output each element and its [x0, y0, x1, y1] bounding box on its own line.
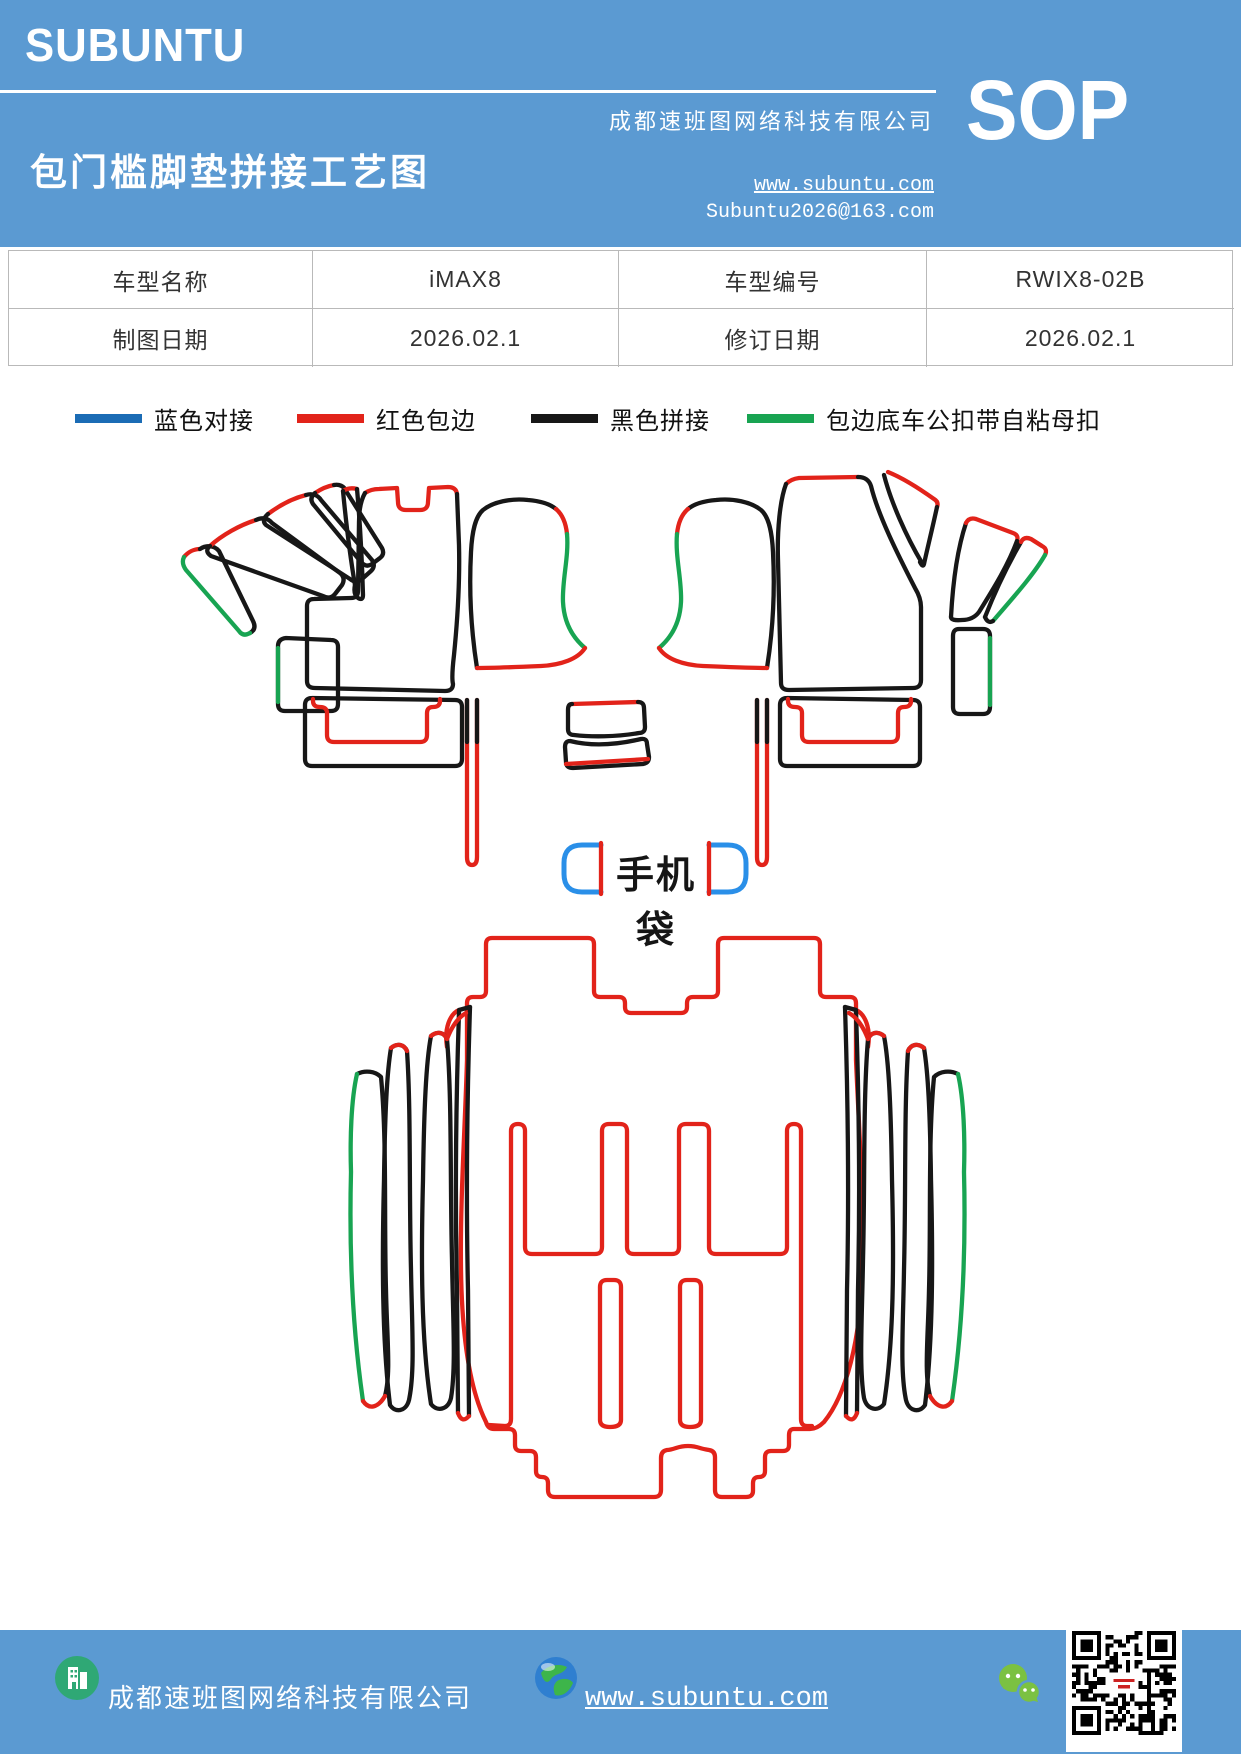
- legend-swatch-red: [297, 413, 364, 423]
- footer-website-link[interactable]: www.subuntu.com: [585, 1684, 829, 1714]
- header-email: Subuntu2026@163.com: [705, 201, 934, 224]
- legend-label-black: 黑色拼接: [610, 407, 710, 435]
- phone-bag-label: 手机袋: [615, 855, 696, 952]
- legend-label-red: 红色包边: [376, 407, 476, 435]
- vehicle-info-table: 车型名称 iMAX8 车型编号 RWIX8-02B 制图日期 2026.02.1…: [8, 250, 1234, 367]
- footer-company-name: 成都速班图网络科技有限公司: [108, 1683, 473, 1713]
- legend-item-red: 红色包边: [297, 403, 476, 435]
- front-row-pieces-diagram: [180, 469, 1049, 868]
- legend-swatch-blue: [75, 413, 142, 423]
- table-cell-code-label: 车型编号: [619, 251, 927, 309]
- header-company-name: 成都速班图网络科技有限公司: [608, 109, 934, 134]
- table-cell-model-label: 车型名称: [9, 251, 313, 309]
- qr-code: [1066, 1614, 1182, 1752]
- header-contact-block: 成都速班图网络科技有限公司 www.subuntu.com Subuntu202…: [609, 104, 934, 224]
- legend-label-green: 包边底车公扣带自粘母扣: [826, 407, 1101, 435]
- header-banner: SUBUNTU 包门槛脚垫拼接工艺图 成都速班图网络科技有限公司 www.sub…: [0, 0, 1241, 247]
- legend-label-blue: 蓝色对接: [154, 407, 254, 435]
- table-cell-code-value: RWIX8-02B: [927, 251, 1234, 309]
- legend-item-black: 黑色拼接: [531, 403, 710, 435]
- page-title: 包门槛脚垫拼接工艺图: [30, 152, 430, 193]
- table-cell-drawdate-value: 2026.02.1: [313, 309, 619, 367]
- brand-logo: SUBUNTU: [25, 19, 246, 71]
- legend-item-blue: 蓝色对接: [75, 403, 254, 435]
- table-cell-drawdate-label: 制图日期: [9, 309, 313, 367]
- wechat-icon: [999, 1664, 1042, 1705]
- building-icon: [55, 1656, 99, 1700]
- trunk-mat-diagram: [348, 935, 967, 1500]
- phone-bag-pieces: [561, 840, 749, 897]
- legend-swatch-black: [531, 413, 598, 423]
- table-cell-revdate-value: 2026.02.1: [1024, 324, 1137, 351]
- legend-swatch-green: [747, 413, 814, 423]
- sop-label: SOP: [966, 63, 1130, 157]
- globe-icon: [535, 1657, 577, 1699]
- table-cell-model-value: iMAX8: [313, 251, 619, 309]
- legend-item-green: 包边底车公扣带自粘母扣: [747, 403, 1101, 435]
- table-cell-revdate-label: 修订日期: [619, 309, 927, 367]
- header-website-link[interactable]: www.subuntu.com: [753, 174, 934, 197]
- header-divider: [0, 90, 936, 93]
